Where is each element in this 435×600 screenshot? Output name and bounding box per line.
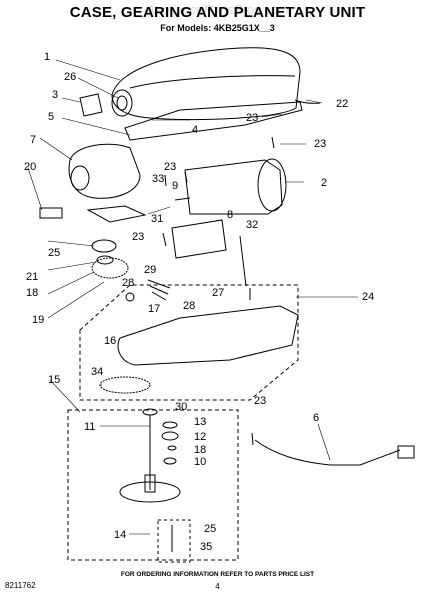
shaft-part xyxy=(39,207,63,219)
page-title: CASE, GEARING AND PLANETARY UNIT xyxy=(69,4,366,21)
watermark: AppliancePartsPros.com xyxy=(146,2,289,17)
callout-14: 14 xyxy=(114,529,126,541)
callout-32: 32 xyxy=(246,219,258,231)
power-cord xyxy=(254,439,401,466)
callout-30: 30 xyxy=(175,401,187,413)
pin-box xyxy=(157,519,191,563)
trim-band xyxy=(124,101,303,141)
callout-34: 34 xyxy=(91,366,103,378)
callout-24: 24 xyxy=(362,291,374,303)
callout-28b: 28 xyxy=(183,300,195,312)
callout-18: 18 xyxy=(26,287,38,299)
callout-23c: 23 xyxy=(164,161,176,173)
callout-33: 33 xyxy=(152,173,164,185)
callout-6: 6 xyxy=(313,412,319,424)
callout-29: 29 xyxy=(144,264,156,276)
callout-3: 3 xyxy=(52,89,58,101)
base-dashed-box xyxy=(79,284,299,401)
callout-19: 19 xyxy=(32,314,44,326)
callout-15: 15 xyxy=(48,374,60,386)
callout-4: 4 xyxy=(192,124,198,136)
callout-20: 20 xyxy=(24,161,36,173)
gear-25 xyxy=(91,239,117,253)
callout-16: 16 xyxy=(104,335,116,347)
document-number: 8211762 xyxy=(5,581,36,590)
callout-27: 27 xyxy=(212,287,224,299)
gear-21 xyxy=(96,255,114,265)
plate-part xyxy=(86,205,147,223)
callout-17: 17 xyxy=(148,303,160,315)
callout-13: 13 xyxy=(194,416,206,428)
callout-31: 31 xyxy=(151,213,163,225)
callout-10: 10 xyxy=(194,456,206,468)
ordering-info-note: FOR ORDERING INFORMATION REFER TO PARTS … xyxy=(120,571,315,578)
base-pan xyxy=(117,305,299,366)
callout-23b: 23 xyxy=(314,138,326,150)
callout-18b: 18 xyxy=(194,444,206,456)
gear-18 xyxy=(91,257,129,279)
callout-11: 11 xyxy=(84,421,95,433)
callout-25: 25 xyxy=(48,247,60,259)
worm-gear xyxy=(147,279,171,301)
callout-5: 5 xyxy=(48,111,54,123)
callout-9: 9 xyxy=(172,180,178,192)
beater-shaft-housing xyxy=(119,481,181,503)
callout-23e: 23 xyxy=(254,395,266,407)
housing-cover xyxy=(111,47,301,121)
control-board xyxy=(171,219,227,259)
callout-21: 21 xyxy=(26,271,38,283)
model-subtitle: For Models: 4KB25G1X__3 xyxy=(160,23,275,33)
callout-25b: 25 xyxy=(204,523,216,535)
callout-2: 2 xyxy=(321,177,327,189)
callout-8: 8 xyxy=(227,209,233,221)
callout-1: 1 xyxy=(44,51,50,63)
callout-22: 22 xyxy=(336,98,348,110)
callout-35: 35 xyxy=(200,541,212,553)
motor-part xyxy=(184,159,283,215)
callout-26: 26 xyxy=(64,71,76,83)
callout-12: 12 xyxy=(194,431,206,443)
knob-part xyxy=(79,93,103,117)
ring-gear xyxy=(99,376,151,394)
callout-7: 7 xyxy=(30,134,36,146)
callout-28a: 28 xyxy=(122,277,134,289)
callout-23a: 23 xyxy=(246,112,258,124)
page-number: 4 xyxy=(215,582,220,591)
hub-cap-part xyxy=(111,89,133,117)
callout-23d: 23 xyxy=(132,231,144,243)
planetary-dashed-box xyxy=(67,409,239,561)
